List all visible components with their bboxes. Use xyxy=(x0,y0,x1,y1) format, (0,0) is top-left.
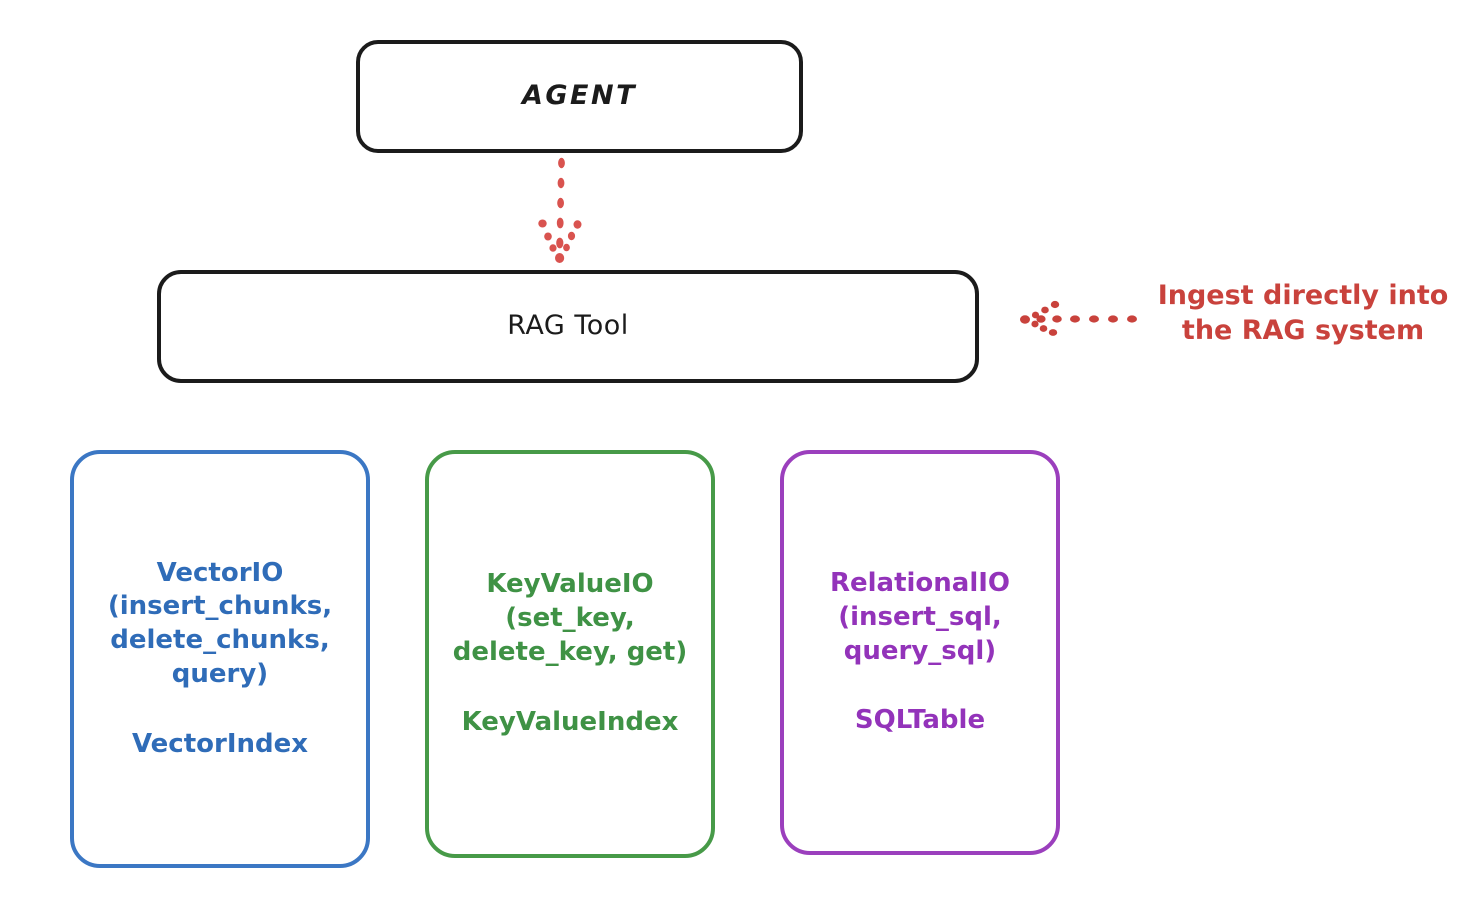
key-value-io-node[interactable]: KeyValueIO (set_key, delete_key, get) Ke… xyxy=(425,450,715,858)
rag-tool-node[interactable]: RAG Tool xyxy=(157,270,979,383)
relational-io-api-label: RelationalIO (insert_sql, query_sql) xyxy=(829,567,1011,666)
ingest-to-rag-tool-arrow xyxy=(1015,296,1140,345)
key-value-io-api-label: KeyValueIO (set_key, delete_key, get) xyxy=(452,569,688,667)
vector-io-node[interactable]: VectorIO (insert_chunks, delete_chunks, … xyxy=(70,450,370,868)
relational-io-node[interactable]: RelationalIO (insert_sql, query_sql) SQL… xyxy=(780,450,1060,855)
agent-node-label: AGENT xyxy=(521,80,637,112)
rag-tool-node-label: RAG Tool xyxy=(507,310,629,342)
agent-node[interactable]: AGENT xyxy=(356,40,803,153)
vector-index-label: VectorIndex xyxy=(131,728,309,759)
agent-to-rag-tool-arrow xyxy=(506,155,616,279)
vector-io-api-label: VectorIO (insert_chunks, delete_chunks, … xyxy=(107,557,333,689)
ingest-annotation-text: Ingest directly into the RAG system xyxy=(1157,280,1449,347)
key-value-index-label: KeyValueIndex xyxy=(461,706,679,737)
sql-table-label: SQLTable xyxy=(854,705,986,736)
